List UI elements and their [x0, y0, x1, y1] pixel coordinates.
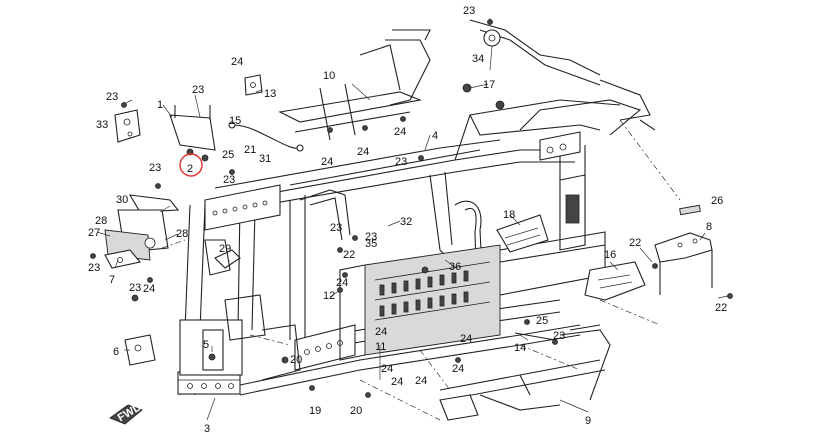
leader-lines: [96, 18, 729, 421]
callout-24d: 24: [394, 126, 406, 138]
callout-23b: 23: [106, 91, 118, 103]
callout-15: 15: [229, 115, 241, 127]
callout-22a: 22: [343, 249, 355, 261]
part-16-footplate: [584, 261, 646, 301]
callout-22c: 22: [715, 302, 727, 314]
callout-17: 17: [483, 79, 495, 91]
callout-35: 35: [365, 238, 377, 250]
callout-31: 31: [259, 153, 271, 165]
callout-24b: 24: [321, 156, 333, 168]
callout-20b: 20: [350, 405, 362, 417]
alignment-lines: [249, 119, 681, 421]
callout-16: 16: [604, 249, 616, 261]
callout-24f: 24: [336, 277, 348, 289]
callout-27: 27: [88, 227, 100, 239]
callout-32: 32: [400, 216, 412, 228]
callout-11: 11: [375, 341, 386, 353]
fwd-badge-text: FWD: [116, 401, 144, 424]
callout-23k: 23: [365, 231, 377, 243]
callout-29: 29: [219, 243, 231, 255]
callout-24g: 24: [375, 326, 387, 338]
callout-28a: 28: [95, 215, 107, 227]
mount-teeth: [379, 270, 469, 317]
part-10-footrest: [278, 29, 431, 141]
callout-23h: 23: [88, 262, 100, 274]
callout-8: 8: [706, 221, 712, 233]
part-18-footplate: [496, 214, 549, 253]
part-13-mount: [244, 74, 263, 96]
callout-25a: 25: [222, 149, 234, 161]
part-33-plate: [114, 109, 141, 143]
part-14-bar: [514, 332, 556, 341]
callout-23f: 23: [395, 156, 407, 168]
callout-23e: 23: [223, 174, 235, 186]
callout-23d: 23: [149, 162, 161, 174]
callout-20a: 20: [290, 354, 302, 366]
callout-12: 12: [323, 290, 335, 302]
callout-26: 26: [711, 195, 723, 207]
callout-2: 2: [187, 163, 193, 175]
callout-23a: 23: [463, 5, 475, 17]
callout-22b: 22: [629, 237, 641, 249]
callout-33: 33: [96, 119, 108, 131]
part-1-bracket: [169, 105, 216, 151]
fasteners: [90, 19, 733, 398]
callout-23j: 23: [553, 330, 565, 342]
callout-6: 6: [113, 346, 119, 358]
part-6-bracket: [124, 334, 156, 366]
callout-4: 4: [432, 130, 438, 142]
callout-21: 21: [244, 144, 256, 156]
callout-7: 7: [109, 274, 115, 286]
callout-28b: 28: [176, 228, 188, 240]
callout-labels: 1 2 3 4 5 6 7 8 9 10 11 12 13 14 15 16 1…: [88, 5, 727, 434]
callout-24j: 24: [391, 376, 403, 388]
part-34-bracket: [469, 19, 656, 131]
callout-10: 10: [323, 70, 335, 82]
callout-3: 3: [204, 423, 210, 434]
callout-34: 34: [472, 53, 484, 65]
callout-24k: 24: [415, 375, 427, 387]
callout-23i: 23: [129, 282, 141, 294]
part-7-bracket: [104, 249, 142, 269]
highlight-circle: [179, 153, 203, 177]
part-15-hose: [228, 121, 304, 152]
part-8-bracket: [654, 232, 713, 295]
main-frame: [177, 99, 642, 396]
callout-24l: 24: [452, 363, 464, 375]
fwd-direction-badge: FWD: [109, 401, 144, 425]
part-29-tube: [214, 249, 241, 269]
callout-18: 18: [503, 209, 515, 221]
callout-5: 5: [203, 339, 209, 351]
callout-24i: 24: [381, 363, 393, 375]
callout-24c: 24: [357, 146, 369, 158]
callout-24h: 24: [460, 333, 472, 345]
callout-30: 30: [116, 194, 128, 206]
callout-24a: 24: [231, 56, 243, 68]
callout-25b: 25: [536, 315, 548, 327]
callout-1: 1: [157, 99, 163, 111]
callout-24e: 24: [143, 283, 155, 295]
part-9-subframe: [439, 324, 611, 421]
callout-9: 9: [585, 415, 591, 427]
part-26-spacer: [679, 204, 701, 216]
part-30-plate: [128, 194, 180, 213]
callout-36: 36: [449, 261, 461, 273]
callout-13: 13: [264, 88, 276, 100]
callout-23g: 23: [330, 222, 342, 234]
callout-23c: 23: [192, 84, 204, 96]
callout-19: 19: [309, 405, 321, 417]
callout-14: 14: [514, 342, 526, 354]
